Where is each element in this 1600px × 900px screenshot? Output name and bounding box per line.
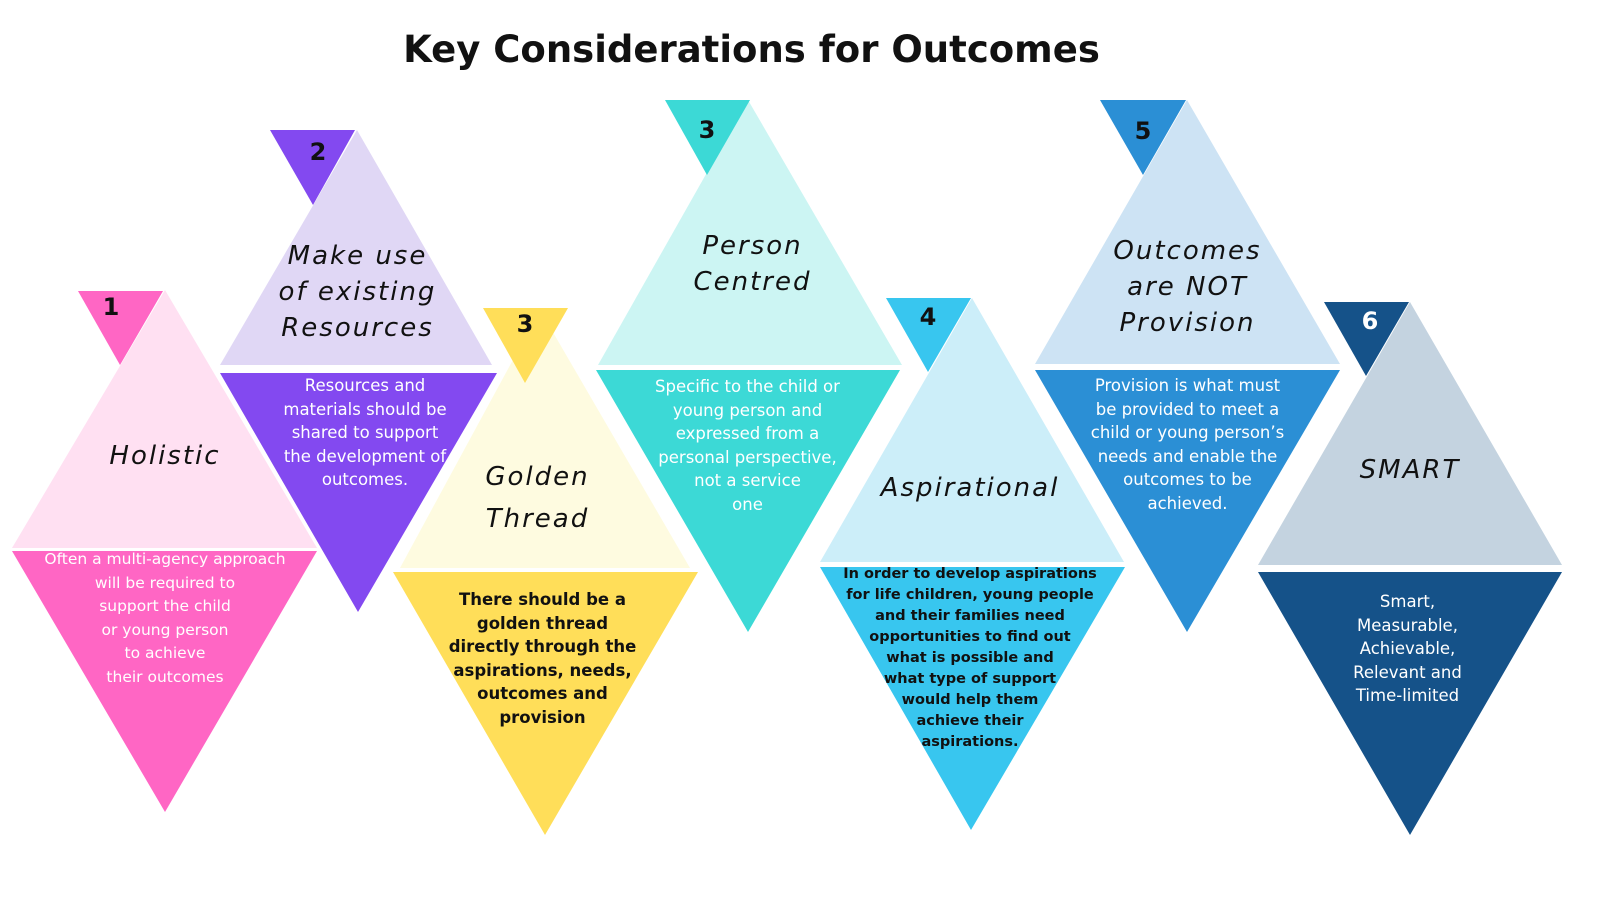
step-number: 3 — [516, 310, 534, 338]
heading-triangle — [1258, 302, 1562, 565]
consideration-heading: Person Centred — [693, 231, 812, 297]
number-badge-triangle — [1100, 100, 1186, 175]
step-number: 2 — [309, 138, 327, 166]
consideration-heading: Outcomes are NOT Provision — [1113, 236, 1262, 338]
heading-triangle — [1035, 100, 1340, 364]
heading-triangle — [220, 130, 492, 365]
consideration-description: In order to develop aspirations for life… — [843, 566, 1097, 750]
number-badge-triangle — [78, 291, 163, 365]
heading-triangle — [820, 298, 1124, 562]
consideration-description: Resources and materials should be shared… — [283, 376, 447, 489]
step-number: 1 — [102, 293, 120, 321]
consideration-description: Often a multi-agency approach will be re… — [44, 550, 286, 686]
description-triangle — [12, 551, 317, 812]
consideration-heading: SMART — [1359, 455, 1461, 485]
description-triangle — [1035, 370, 1340, 632]
step-number: 6 — [1361, 307, 1379, 335]
consideration-heading: Aspirational — [880, 473, 1060, 503]
description-triangle — [393, 572, 698, 835]
description-triangle — [820, 567, 1125, 830]
consideration-heading: Holistic — [109, 441, 221, 471]
number-badge-triangle — [886, 298, 971, 372]
consideration-heading: Golden Thread — [485, 462, 590, 534]
step-number: 3 — [698, 116, 716, 144]
consideration-heading: Make use of existing Resources — [278, 241, 437, 343]
consideration-description: Provision is what must be provided to me… — [1090, 376, 1285, 513]
page-title: Key Considerations for Outcomes — [403, 28, 1100, 71]
step-number: 5 — [1134, 117, 1152, 145]
consideration-description: There should be a golden thread directly… — [448, 590, 637, 727]
number-badge-triangle — [1324, 302, 1409, 376]
number-badge-triangle — [270, 130, 355, 205]
description-triangle — [596, 370, 900, 632]
description-triangle — [1258, 572, 1562, 835]
number-badge-triangle — [483, 308, 568, 383]
heading-triangle — [400, 310, 690, 568]
heading-triangle — [598, 100, 902, 365]
number-badge-triangle — [665, 100, 750, 175]
step-number: 4 — [919, 303, 937, 331]
consideration-description: Specific to the child or young person an… — [655, 377, 840, 514]
heading-triangle — [12, 290, 317, 548]
consideration-description: Smart, Measurable, Achievable, Relevant … — [1353, 592, 1462, 705]
description-triangle — [220, 373, 497, 612]
